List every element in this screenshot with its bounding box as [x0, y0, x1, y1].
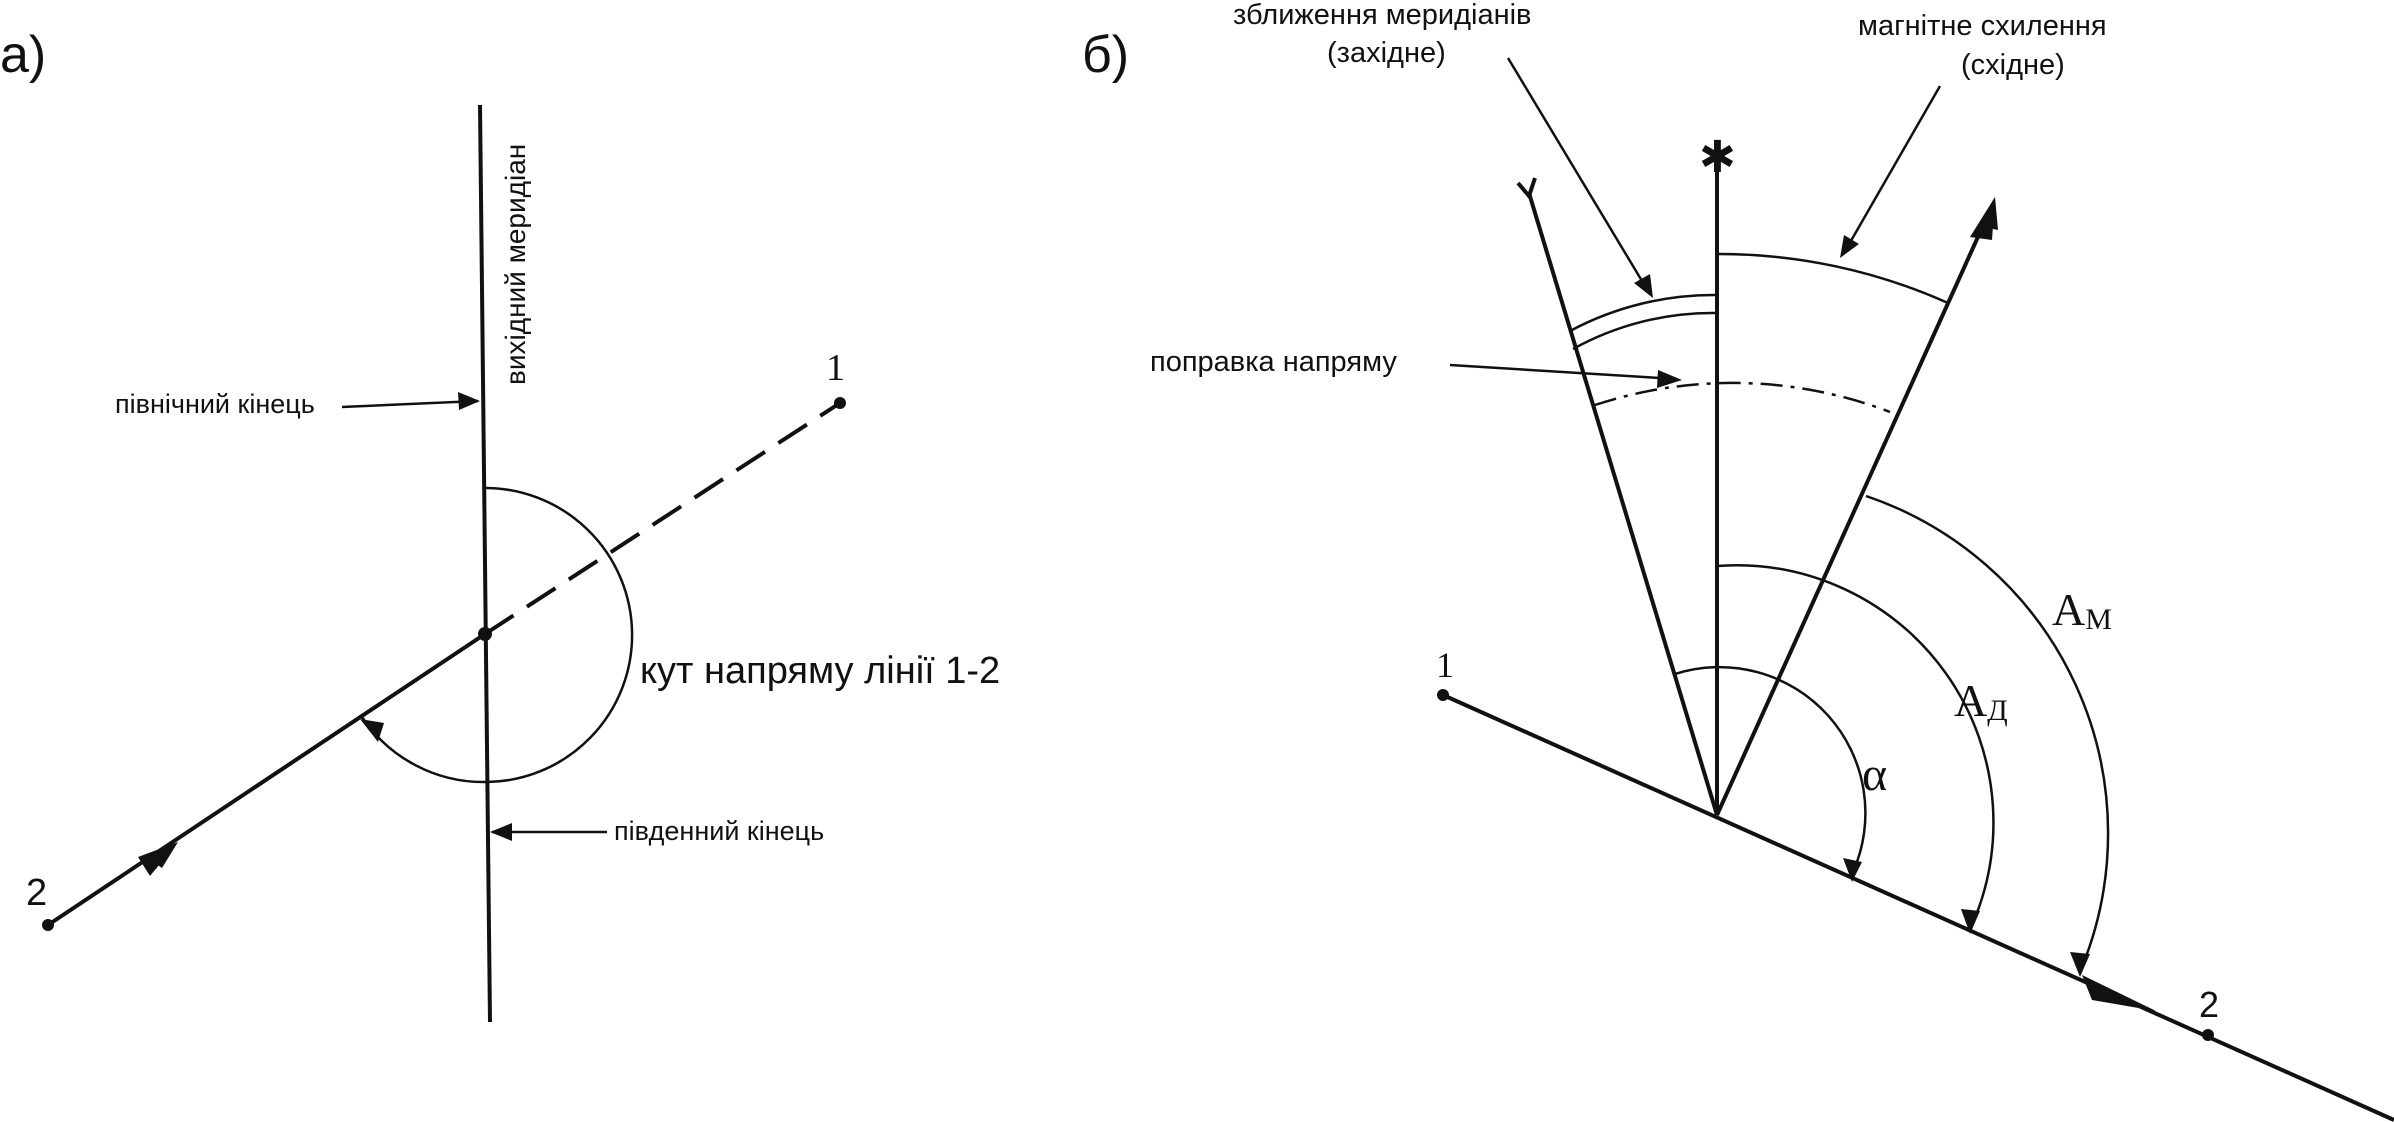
- magnetic-meridian-line: [1715, 207, 1993, 816]
- panel-b: б) 1 2 ✱ α АД АМ: [1082, 0, 2394, 1122]
- convergence-arc-outer: [1569, 293, 1718, 333]
- convergence-leader: [1506, 57, 1647, 287]
- line-direction-arrowhead-2: [138, 842, 178, 876]
- panel-a: а) вихідний меридіан північний кінець пі…: [0, 26, 1000, 1023]
- correction-label: поправка напряму: [1150, 346, 1397, 378]
- line-1-2-b: [1442, 693, 2394, 1122]
- point-2-b-label: 2: [2199, 984, 2219, 1025]
- magnetic-azimuth-arrowhead: [2070, 952, 2090, 977]
- south-end-label: південний кінець: [614, 816, 824, 846]
- point-1-b-label: 1: [1436, 645, 1454, 685]
- alpha-arc: [1674, 665, 1867, 873]
- declination-leader: [1846, 85, 1942, 247]
- correction-arc: [1594, 381, 1891, 414]
- alpha-arrowhead: [1843, 858, 1862, 882]
- meridian-line: [478, 104, 492, 1023]
- declination-arc: [1716, 252, 1949, 305]
- axial-meridian-line: [1527, 192, 1719, 816]
- convergence-label-line1: зближення меридіанів: [1233, 0, 1531, 31]
- north-end-label: північний кінець: [115, 389, 315, 419]
- direction-angle-label: кут напряму лінії 1-2: [640, 650, 1000, 692]
- axial-meridian-tick: [1516, 177, 1537, 201]
- true-azimuth-arrowhead: [1961, 909, 1980, 934]
- declination-label-line1: магнітне схилення: [1858, 10, 2107, 42]
- meridian-label: вихідний меридіан: [500, 144, 531, 385]
- north-end-arrowhead: [458, 392, 480, 410]
- line-extension-dashed: [483, 401, 842, 636]
- declination-label-line2: (східне): [1961, 49, 2065, 81]
- magnetic-azimuth-label: АМ: [2052, 584, 2112, 636]
- correction-leader: [1449, 363, 1661, 380]
- origin-point: [478, 627, 492, 641]
- south-end-arrowhead: [490, 823, 512, 841]
- point-2-a: [42, 919, 54, 931]
- alpha-label: α: [1862, 748, 1887, 801]
- line-1-2: [46, 632, 487, 927]
- star-symbol: ✱: [1699, 133, 1736, 182]
- direction-angle-arc: [360, 486, 634, 784]
- magnetic-meridian-arrowhead-tip: [1978, 197, 1998, 230]
- point-2-a-label: 2: [26, 872, 47, 914]
- point-1-a-label: 1: [826, 347, 845, 389]
- convergence-arc-inner: [1572, 311, 1718, 351]
- panel-b-label: б): [1082, 26, 1129, 84]
- panel-a-label: а): [0, 26, 46, 84]
- true-azimuth-label: АД: [1954, 675, 2008, 727]
- point-2-b: [2202, 1029, 2214, 1041]
- true-azimuth-arc: [1716, 564, 1995, 926]
- direction-angle-arrowhead: [360, 719, 384, 742]
- point-1-b: [1437, 689, 1449, 701]
- declination-leader-arrowhead: [1840, 235, 1859, 258]
- convergence-leader-arrowhead: [1634, 274, 1653, 298]
- point-1-a: [834, 397, 846, 409]
- line-direction-arrowhead-b: [2082, 975, 2156, 1011]
- magnetic-azimuth-arc: [1865, 494, 2110, 968]
- correction-leader-arrowhead: [1657, 370, 1682, 388]
- north-end-arrow: [341, 399, 479, 409]
- convergence-label-line2: (західне): [1327, 37, 1446, 69]
